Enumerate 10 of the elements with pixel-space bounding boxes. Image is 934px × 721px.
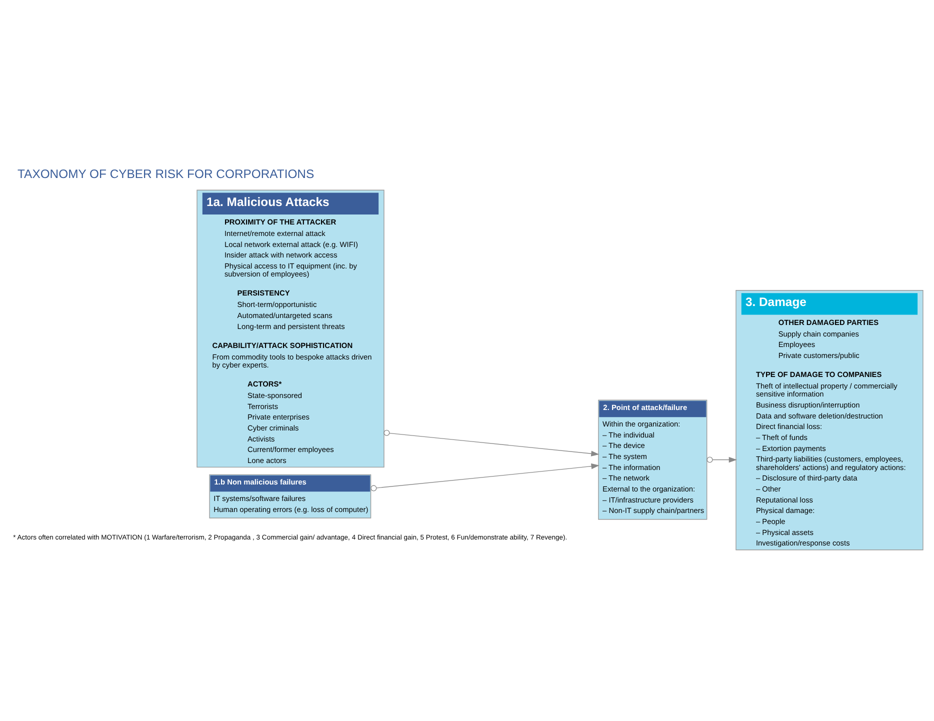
node-text: CAPABILITY/ATTACK SOPHISTICATION From commodity tools to bespoke attacks driven by cyber experts. [212,340,372,370]
node-text: OTHER DAMAGED PARTIES Supply chain companies Employees Private customers/public [778,318,879,360]
arrow [706,456,737,463]
node-text: TYPE OF DAMAGE TO COMPANIES Theft of intellectual property / commercially sensitive information Business disruption/interruption Data and software deletion/destruction Direct financial loss: – Theft of funds – Extortion payments Third-party liabilities (customers, employees, shareholders' actions) and regulatory actions: – Disclosure of third-party data – Other Reputational loss Physical damage: – People – Physical assets Investigation/response costs [756,370,906,548]
node-text: PROXIMITY OF THE ATTACKER Internet/remote external attack Local network external attack (e.g. WIFI) Insider attack with network access Physical access to IT equipment (inc. by subversion of employees) [224,218,358,279]
arrow [370,463,600,492]
diagram-title: TAXONOMY OF CYBER RISK FOR CORPORATIONS [18,167,314,182]
node-text: PERSISTENCY Short-term/opportunistic Automated/untargeted scans Long-term and persistent threats [237,288,345,331]
arrow [384,430,600,456]
node-text: ACTORS* State-sponsored Terrorists Private enterprises Cyber criminals Activists Current/former employees Lone actors [247,379,334,466]
